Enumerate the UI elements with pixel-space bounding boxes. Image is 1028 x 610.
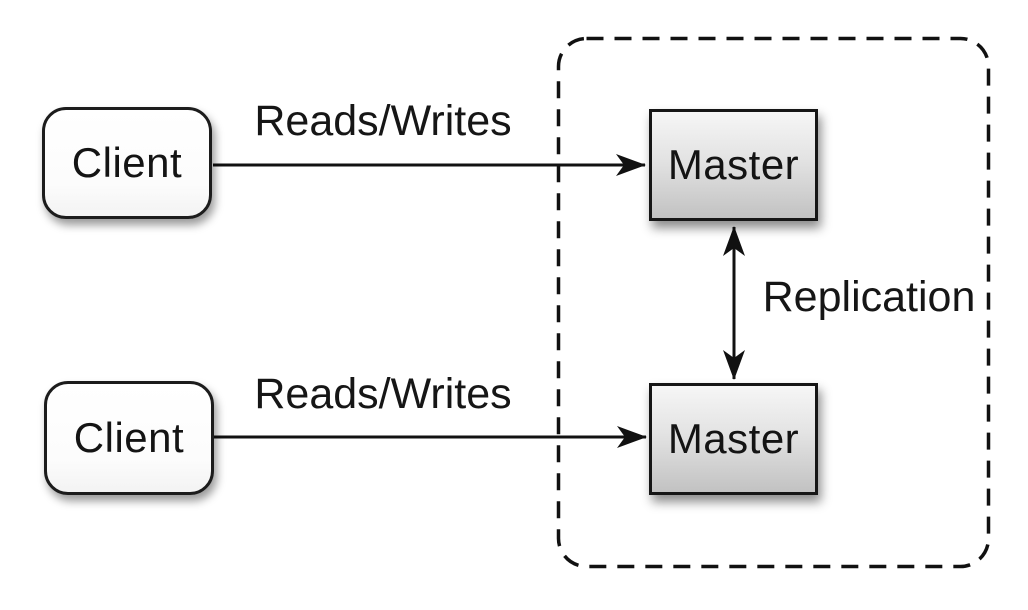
master-node-bottom-label: Master xyxy=(667,415,800,462)
reads-writes-label-bottom: Reads/Writes xyxy=(254,370,512,418)
replication-label: Replication xyxy=(762,273,976,321)
client-node-top: Client xyxy=(42,107,212,219)
client-node-bottom: Client xyxy=(44,381,214,495)
master-node-top-label: Master xyxy=(667,141,800,188)
reads-writes-label-top: Reads/Writes xyxy=(254,97,512,145)
master-node-top: Master xyxy=(649,109,818,221)
replication-group-dashed-box xyxy=(556,36,991,569)
client-node-top-label: Client xyxy=(71,139,183,186)
client-node-bottom-label: Client xyxy=(73,414,185,461)
master-node-bottom: Master xyxy=(649,383,818,495)
